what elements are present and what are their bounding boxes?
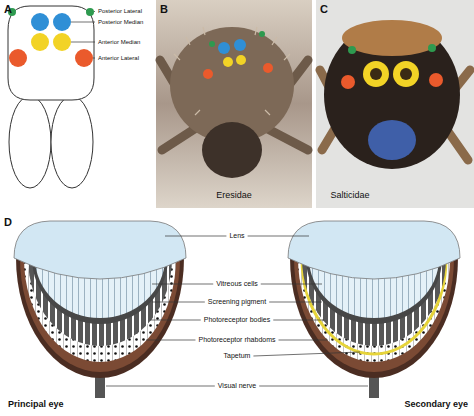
cephalothorax-outline [8, 6, 94, 100]
leader-line [259, 386, 368, 387]
part-label: Photoreceptor bodies [204, 316, 271, 324]
leader-line [146, 340, 195, 341]
principal-eye-section [14, 221, 186, 398]
leader-line [152, 302, 205, 303]
leader-line [253, 352, 360, 356]
leader-line [93, 58, 95, 59]
leader-line [165, 236, 226, 237]
eye-dot [259, 31, 265, 37]
eye-dot [363, 61, 389, 87]
eye-dot [348, 46, 356, 54]
part-label: Posterior Median [98, 19, 143, 26]
eye-dot [9, 49, 27, 67]
part-label: Secondary eye [404, 400, 468, 410]
part-label: Vitreous cells [216, 280, 258, 288]
eye-dot [234, 39, 246, 51]
leader-line [152, 284, 213, 285]
photo-ground [156, 0, 312, 208]
spider-hair [342, 20, 442, 56]
panel-letter: D [4, 216, 12, 228]
eye-dot [53, 13, 71, 31]
eye-dot [31, 33, 49, 51]
eye-pupil [370, 68, 382, 80]
eye-dot [429, 73, 443, 87]
eye-dot [31, 13, 49, 31]
leader-line [261, 284, 322, 285]
panel-letter: B [160, 3, 168, 15]
eye-dot [341, 75, 355, 89]
leader-line [248, 236, 309, 237]
leader-line [269, 302, 322, 303]
chelicera [51, 96, 93, 188]
part-label: Anterior Median [98, 39, 140, 46]
eye-dot [203, 69, 213, 79]
leader-line [71, 42, 95, 43]
lens [14, 221, 186, 279]
photo-ground [316, 0, 474, 208]
spider-head [324, 21, 460, 169]
part-label: Anterior Lateral [98, 55, 139, 62]
part-label: Lens [229, 232, 244, 240]
chelicera [9, 96, 51, 188]
spider-chelicerae [202, 122, 262, 178]
panel-letter: A [4, 3, 12, 15]
spider-hair [174, 27, 290, 115]
eye-pupil [400, 68, 412, 80]
eresid-photo [156, 0, 312, 208]
eye-dot [393, 61, 419, 87]
part-label: Posterior Lateral [98, 8, 142, 15]
part-label: Principal eye [8, 400, 64, 410]
eye-dot [263, 63, 273, 73]
salticid-photo [316, 0, 474, 208]
spider-schematic [8, 6, 94, 188]
leader-line [150, 320, 201, 321]
leader-line [71, 22, 95, 23]
part-label: Eresidae [216, 191, 252, 201]
part-label: Tapetum [224, 352, 251, 360]
lens [288, 221, 460, 279]
leader-line [279, 340, 328, 341]
eye-dot [86, 8, 94, 16]
part-label: Photoreceptor rhabdoms [198, 336, 275, 344]
part-label: Visual nerve [218, 382, 256, 390]
eye-dot [75, 49, 93, 67]
secondary-eye-section [288, 221, 460, 398]
leader-line [94, 11, 95, 12]
eye-dot [223, 57, 233, 67]
panel-letter: C [320, 3, 328, 15]
eye-dot [53, 33, 71, 51]
part-label: Salticidae [330, 191, 369, 201]
eye-dot [218, 42, 230, 54]
leader-line [106, 386, 215, 387]
eye-dot [236, 55, 246, 65]
eye-dot [209, 41, 215, 47]
spider-chelicerae [368, 120, 416, 160]
eye-dot [428, 44, 436, 52]
part-label: Screening pigment [208, 298, 266, 306]
leader-line [273, 320, 324, 321]
